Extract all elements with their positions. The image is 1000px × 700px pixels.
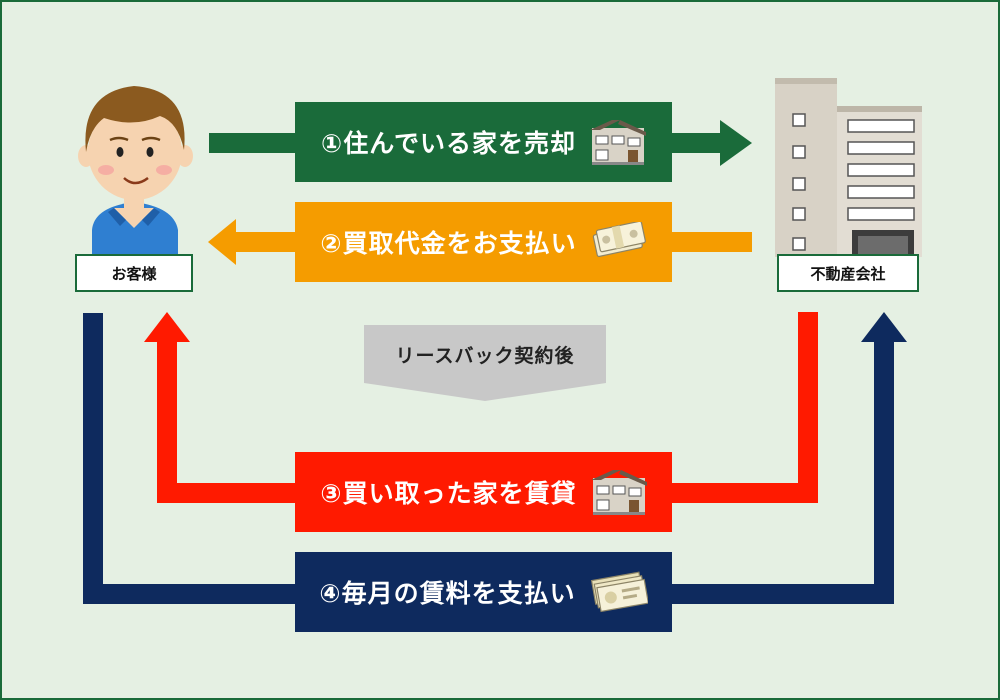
banknotes-icon	[590, 571, 648, 613]
company-nameplate: 不動産会社	[777, 254, 919, 292]
step-3-box: ③買い取った家を賃貸	[295, 452, 672, 532]
arrow-monthly-right-vertical	[874, 340, 894, 604]
step-3-label: ③買い取った家を賃貸	[320, 479, 577, 508]
step-4-box: ④毎月の賃料を支払い	[295, 552, 672, 632]
arrow-rent-head	[144, 312, 190, 342]
arrow-monthly-left-horizontal	[83, 584, 297, 604]
house-icon	[590, 470, 647, 515]
arrow-monthly-head	[861, 312, 907, 342]
arrow-monthly-right-horizontal	[672, 584, 894, 604]
money-bundle-icon	[592, 222, 646, 257]
company-label: 不動産会社	[810, 264, 886, 283]
arrow-rent-right-vertical	[798, 312, 818, 503]
arrow-payment-tail	[672, 232, 752, 252]
step-2-label: ②買取代金をお支払い	[320, 229, 577, 258]
arrow-sell-head	[720, 120, 752, 166]
customer-nameplate: お客様	[75, 254, 193, 292]
arrow-payment-mid	[234, 232, 298, 252]
customer-label: お客様	[111, 264, 157, 283]
arrow-monthly-left-vertical	[83, 313, 103, 604]
office-building-icon	[775, 78, 922, 257]
arrow-payment-head	[208, 219, 236, 265]
customer-person-icon	[78, 86, 193, 254]
arrow-sell-tail	[209, 133, 299, 153]
banner-shape	[364, 325, 606, 401]
arrow-rent-left-horizontal	[157, 483, 297, 503]
step-1-box: ①住んでいる家を売却	[295, 102, 672, 182]
banner-label: リースバック契約後	[395, 344, 575, 367]
step-4-label: ④毎月の賃料を支払い	[319, 579, 576, 608]
step-1-label: ①住んでいる家を売却	[321, 129, 576, 158]
step-2-box: ②買取代金をお支払い	[295, 202, 672, 282]
house-icon	[589, 120, 646, 165]
arrow-rent-right-horizontal	[672, 483, 818, 503]
leaseback-banner: リースバック契約後	[364, 325, 606, 401]
arrow-rent-left-vertical	[157, 340, 177, 503]
arrow-sell-mid	[672, 133, 722, 153]
